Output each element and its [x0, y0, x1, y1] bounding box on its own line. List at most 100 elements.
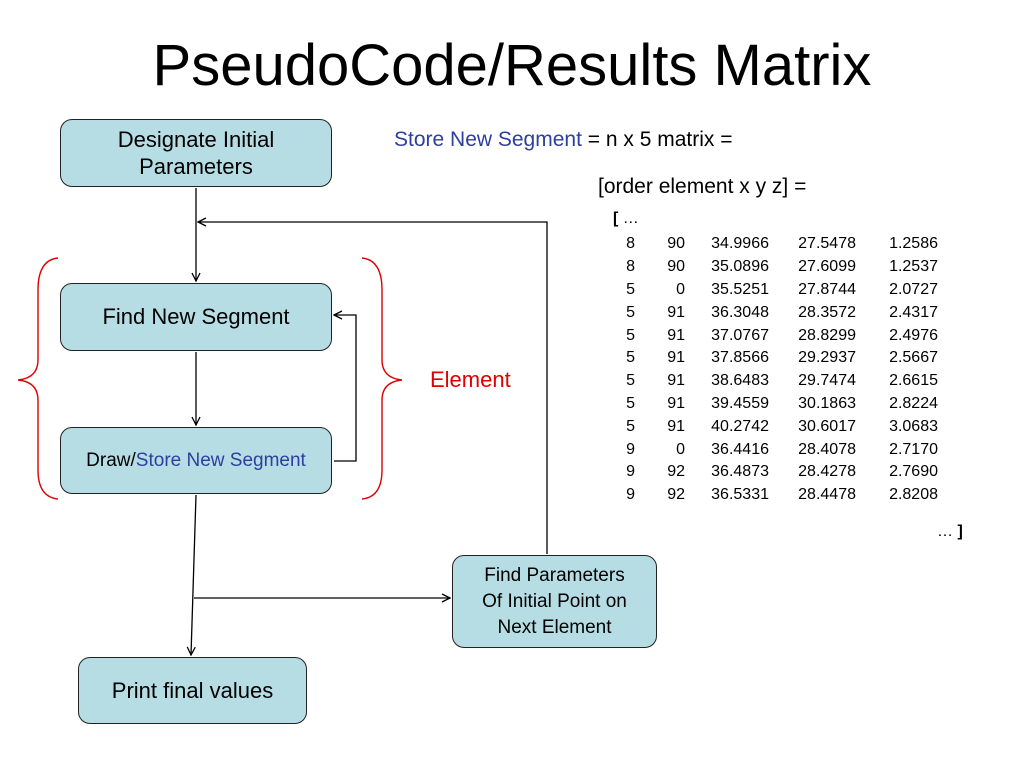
params-line-1: Find Parameters [484, 564, 625, 586]
matrix-cell: 2.0727 [889, 280, 938, 298]
matrix-cell: 36.4873 [711, 463, 769, 481]
print-final-values-box: Print final values [78, 657, 307, 724]
matrix-cell: 2.4976 [889, 326, 938, 344]
page-title: PseudoCode/Results Matrix [152, 33, 872, 98]
find-new-segment-label: Find New Segment [102, 304, 290, 329]
matrix-cell: 35.0896 [711, 258, 769, 276]
matrix-cell: 5 [626, 349, 635, 367]
matrix-cell: 2.8208 [889, 486, 938, 504]
matrix-cell: 90 [667, 235, 685, 253]
matrix-cell: 9 [626, 463, 635, 481]
matrix-row: 9 92 36.4873 28.4278 2.7690 [605, 461, 938, 484]
matrix-cell: 2.7170 [889, 440, 938, 458]
matrix-cell: 91 [667, 372, 685, 390]
matrix-cell: 8 [626, 258, 635, 276]
matrix-cell: 29.2937 [798, 349, 856, 367]
matrix-cell: 30.6017 [798, 417, 856, 435]
matrix-cell: 5 [626, 394, 635, 412]
designate-initial-parameters-box: Designate Initial Parameters [60, 119, 332, 187]
print-final-label: Print final values [111, 677, 274, 703]
draw-store-segment-box: Draw/Store New Segment [60, 427, 332, 494]
matrix-cell: 92 [667, 486, 685, 504]
vector-definition: [order element x y z] = [598, 175, 807, 198]
matrix-cell: 30.1863 [798, 394, 856, 412]
matrix-close: … ] [937, 523, 963, 541]
matrix-cell: 27.5478 [798, 235, 856, 253]
matrix-cell: 28.8299 [798, 326, 856, 344]
draw-store-highlight: Store New Segment [135, 449, 306, 471]
element-label: Element [430, 367, 511, 392]
matrix-open-bracket: [ [613, 210, 619, 227]
left-brace [17, 257, 59, 500]
matrix-row: 5 91 40.2742 30.6017 3.0683 [605, 415, 938, 438]
matrix-cell: 91 [667, 394, 685, 412]
matrix-cell: 90 [667, 258, 685, 276]
equation-rest: = n x 5 matrix = [581, 128, 733, 151]
matrix-cell: 28.3572 [798, 303, 856, 321]
draw-prefix: Draw/ [86, 449, 136, 471]
matrix-cell: 39.4559 [711, 394, 769, 412]
matrix-cell: 2.7690 [889, 463, 938, 481]
matrix-cell: 38.6483 [711, 372, 769, 390]
matrix-row: 9 0 36.4416 28.4078 2.7170 [605, 438, 938, 461]
matrix-row: 5 0 35.5251 27.8744 2.0727 [605, 279, 938, 302]
matrix-row: 5 91 38.6483 29.7474 2.6615 [605, 370, 938, 393]
matrix-cell: 35.5251 [711, 280, 769, 298]
matrix-cell: 9 [626, 440, 635, 458]
matrix-cell: 5 [626, 303, 635, 321]
matrix-cell: 2.4317 [889, 303, 938, 321]
matrix-cell: 8 [626, 235, 635, 253]
matrix-equation: Store New Segment = n x 5 matrix = [394, 128, 733, 152]
matrix-cell: 9 [626, 486, 635, 504]
matrix-open: [ … [613, 210, 639, 228]
matrix-cell: 40.2742 [711, 417, 769, 435]
matrix-row: 8 90 35.0896 27.6099 1.2537 [605, 256, 938, 279]
right-brace [361, 257, 403, 500]
matrix-cell: 1.2537 [889, 258, 938, 276]
matrix-cell: 0 [676, 440, 685, 458]
matrix-cell: 2.5667 [889, 349, 938, 367]
matrix-cell: 91 [667, 326, 685, 344]
matrix-open-ellipsis: … [618, 210, 639, 227]
matrix-cell: 36.5331 [711, 486, 769, 504]
matrix-cell: 91 [667, 417, 685, 435]
matrix-cell: 5 [626, 372, 635, 390]
params-line-3: Next Element [497, 616, 612, 638]
designate-line-2: Parameters [139, 154, 253, 179]
matrix-cell: 5 [626, 280, 635, 298]
matrix-cell: 0 [676, 280, 685, 298]
matrix-cell: 28.4478 [798, 486, 856, 504]
matrix-cell: 27.8744 [798, 280, 856, 298]
matrix-cell: 3.0683 [889, 417, 938, 435]
matrix-cell: 29.7474 [798, 372, 856, 390]
matrix-row: 5 91 36.3048 28.3572 2.4317 [605, 301, 938, 324]
designate-line-1: Designate Initial [117, 127, 275, 152]
matrix-cell: 36.3048 [711, 303, 769, 321]
matrix-cell: 92 [667, 463, 685, 481]
matrix-cell: 27.6099 [798, 258, 856, 276]
matrix-row: 5 91 37.0767 28.8299 2.4976 [605, 324, 938, 347]
matrix-cell: 28.4278 [798, 463, 856, 481]
matrix-row: 5 91 39.4559 30.1863 2.8224 [605, 393, 938, 416]
arrow-draw-to-print [191, 494, 197, 655]
matrix-cell: 5 [626, 326, 635, 344]
matrix-cell: 37.0767 [711, 326, 769, 344]
matrix-cell: 2.8224 [889, 394, 938, 412]
matrix-cell: 28.4078 [798, 440, 856, 458]
arrow-loop-to-top [198, 222, 548, 554]
matrix-cell: 37.8566 [711, 349, 769, 367]
matrix-cell: 5 [626, 417, 635, 435]
matrix-cell: 2.6615 [889, 372, 938, 390]
params-line-2: Of Initial Point on [482, 590, 627, 612]
matrix-close-ellipsis: … [937, 523, 958, 540]
matrix-row: 9 92 36.5331 28.4478 2.8208 [605, 484, 938, 507]
find-parameters-box: Find Parameters Of Initial Point on Next… [452, 555, 657, 648]
matrix-cell: 91 [667, 303, 685, 321]
matrix-close-bracket: ] [957, 523, 963, 540]
matrix-cell: 36.4416 [711, 440, 769, 458]
